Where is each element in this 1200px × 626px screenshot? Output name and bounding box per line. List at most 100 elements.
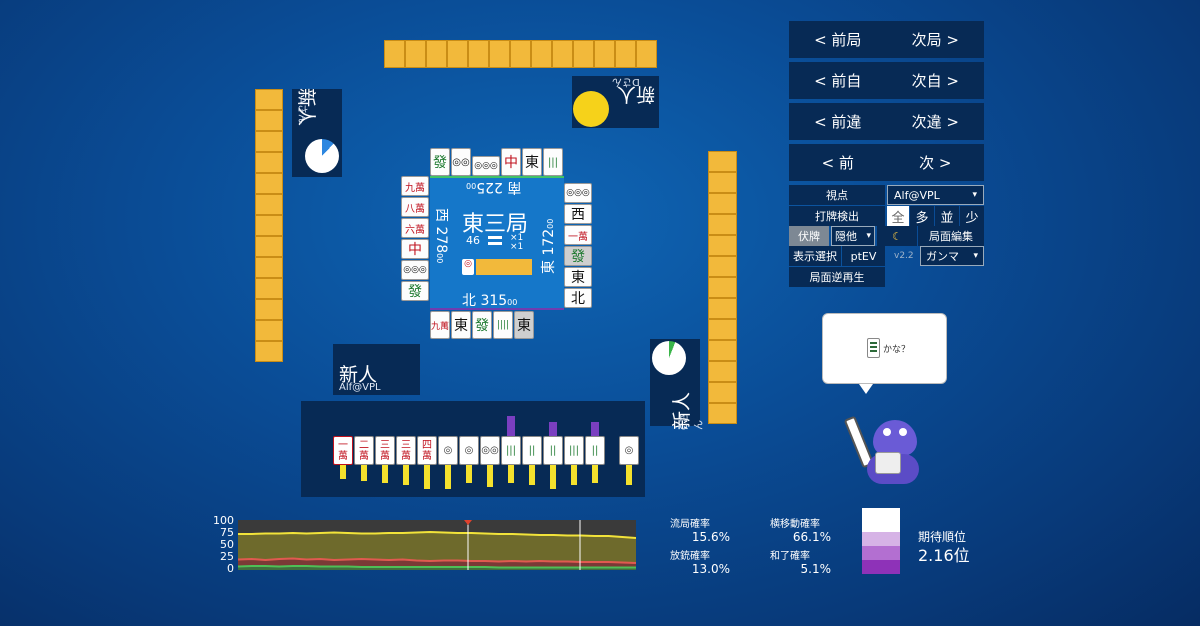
discard-tile: 東: [522, 148, 542, 176]
east-score-small: 00: [546, 218, 555, 229]
discard-tile: 西: [564, 204, 592, 224]
lateral-prob-value: 66.1%: [792, 530, 831, 544]
current-position-marker: [464, 520, 472, 525]
round-name: 東三局: [462, 212, 529, 237]
hand-tile[interactable]: 二萬: [354, 436, 374, 465]
gamma-value: ガンマ: [926, 250, 959, 263]
counter-b: ×1: [510, 242, 524, 252]
tile-back: [708, 298, 737, 319]
viewpoint-label: 視点: [789, 185, 885, 205]
tile-back: [255, 131, 283, 152]
player-box-top: 新人 Dさん: [572, 76, 659, 128]
next-button[interactable]: 次 >: [919, 154, 952, 172]
prev-diff-button[interactable]: < 前違: [814, 113, 862, 131]
discard-tile: 東: [564, 267, 592, 287]
hand-tile[interactable]: 三萬: [375, 436, 395, 465]
eval-marker: [507, 416, 515, 436]
hand-tile[interactable]: |||: [501, 436, 521, 465]
eval-bar: [403, 465, 409, 485]
hand-tile[interactable]: 三萬: [396, 436, 416, 465]
hand-tile[interactable]: ◎: [459, 436, 479, 465]
hand-tile[interactable]: 一萬: [333, 436, 353, 465]
discard-tile: ◎◎◎: [472, 156, 500, 176]
filter-many-button[interactable]: 多: [910, 206, 934, 226]
tile-back: [426, 40, 447, 68]
eval-bar: [382, 465, 388, 483]
green-series-line: [238, 565, 636, 569]
north-score-small: 00: [507, 298, 518, 307]
discard-tile: 九萬: [430, 311, 450, 339]
discard-tile: 發: [564, 246, 592, 266]
yellow-series-line: [238, 530, 636, 539]
y-tick: 25: [220, 550, 234, 563]
dealin-prob-label: 放銃確率: [670, 551, 710, 562]
tile-back: [255, 173, 283, 194]
hand-tile[interactable]: ◎: [619, 436, 639, 465]
eval-bar: [550, 465, 556, 489]
tile-back: [708, 340, 737, 361]
center-board: 南 22500 西 27800 東 17200 北 31500 東三局 46 ×…: [430, 176, 564, 310]
discard-detect-label: 打牌検出: [789, 206, 885, 226]
right-opponent-hand: for(let i=0;i<13;i++)document.write('<di…: [708, 151, 737, 424]
display-select-button[interactable]: 表示選択: [789, 246, 841, 266]
discard-tile: ◎◎◎: [401, 260, 429, 280]
turn-line-top: [430, 176, 564, 178]
player-hand: 一萬二萬三萬三萬四萬◎◎◎◎||||||||||||◎: [301, 401, 645, 497]
expected-rank-value: 2.16位: [918, 546, 970, 565]
prev-button[interactable]: < 前: [821, 154, 854, 172]
hand-tile[interactable]: ||: [522, 436, 542, 465]
hand-tile[interactable]: ◎: [438, 436, 458, 465]
hand-tile[interactable]: |||: [564, 436, 584, 465]
eval-bar: [466, 465, 472, 483]
round-nav: < 前局 次局 >: [789, 21, 984, 58]
discard-tile: 一萬: [564, 225, 592, 245]
prev-round-button[interactable]: < 前局: [814, 31, 862, 49]
tile-back: [594, 40, 615, 68]
hand-tile[interactable]: ||: [543, 436, 563, 465]
west-score-small: 00: [435, 253, 444, 264]
tile-back: [384, 40, 405, 68]
gamma-select[interactable]: ガンマ ▾: [920, 246, 984, 266]
next-round-button[interactable]: 次局 >: [911, 31, 959, 49]
hidden-tiles-toggle[interactable]: 伏牌: [789, 226, 829, 246]
probability-graph: [238, 520, 636, 570]
left-timer-circle: [305, 139, 339, 173]
viewpoint-select[interactable]: Alf@VPL ▾: [887, 185, 984, 205]
rank-bar: [862, 508, 900, 532]
tile-back: [531, 40, 552, 68]
hand-tile[interactable]: ◎◎: [480, 436, 500, 465]
filter-avg-button[interactable]: 並: [935, 206, 959, 226]
tile-back: [255, 215, 283, 236]
replay-reverse-button[interactable]: 局面逆再生: [789, 267, 885, 287]
prev-self-button[interactable]: < 前自: [814, 72, 862, 90]
chevron-down-icon: ▾: [866, 231, 871, 241]
filter-few-button[interactable]: 少: [960, 206, 984, 226]
draw-prob-label: 流局確率: [670, 519, 710, 530]
hand-tile[interactable]: 四萬: [417, 436, 437, 465]
player-box-self: 新人 Alf@VPL: [333, 344, 420, 395]
next-self-button[interactable]: 次自 >: [911, 72, 959, 90]
mascot-snake-icon: [843, 410, 930, 492]
east-score-text: 東 172: [541, 228, 557, 274]
edit-board-button[interactable]: 局面編集: [918, 226, 984, 246]
next-diff-button[interactable]: 次違 >: [911, 113, 959, 131]
tile-back: [468, 40, 489, 68]
discard-tile: |||: [543, 148, 563, 176]
y-tick: 50: [220, 538, 234, 551]
hidden-other-select[interactable]: 隠他 ▾: [831, 226, 875, 246]
ptev-button[interactable]: ptEV: [842, 246, 885, 266]
eval-bar: [445, 465, 451, 489]
filter-all-button[interactable]: 全: [887, 206, 909, 226]
moon-icon[interactable]: ☾: [877, 226, 917, 246]
eval-bar: [340, 465, 346, 479]
south-score-text: 南 225: [476, 179, 522, 195]
right-timer-circle: [652, 341, 686, 375]
hand-tile[interactable]: ||: [585, 436, 605, 465]
y-tick: 0: [227, 562, 234, 575]
tile-back: [489, 40, 510, 68]
chevron-down-icon: ▾: [973, 251, 978, 261]
discard-tile: 九萬: [401, 176, 429, 196]
bubble-tail: [859, 384, 873, 394]
rank-bar: [862, 560, 900, 574]
eval-bar: [424, 465, 430, 489]
